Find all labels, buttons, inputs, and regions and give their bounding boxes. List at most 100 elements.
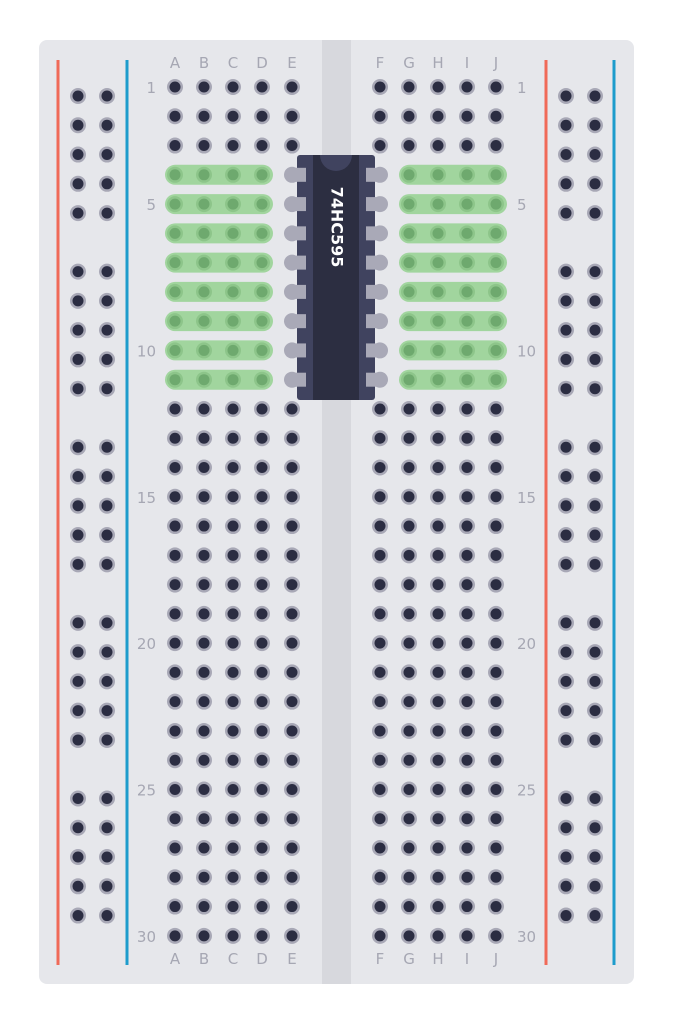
left-rail-hole[interactable] <box>99 292 115 309</box>
highlighted-hole[interactable] <box>430 166 446 183</box>
hole[interactable] <box>488 927 504 944</box>
right-rail-hole[interactable] <box>558 819 574 836</box>
highlighted-hole[interactable] <box>430 313 446 330</box>
hole[interactable] <box>459 664 475 681</box>
left-rail-hole[interactable] <box>70 439 86 456</box>
left-rail-hole[interactable] <box>70 702 86 719</box>
highlighted-hole[interactable] <box>459 166 475 183</box>
hole[interactable] <box>488 693 504 710</box>
hole[interactable] <box>225 781 241 798</box>
hole[interactable] <box>372 547 388 564</box>
hole[interactable] <box>196 518 212 535</box>
right-rail-hole[interactable] <box>587 117 603 134</box>
highlighted-hole[interactable] <box>488 196 504 213</box>
highlighted-hole[interactable] <box>488 283 504 300</box>
hole[interactable] <box>430 722 446 739</box>
hole[interactable] <box>372 576 388 593</box>
left-rail-hole[interactable] <box>99 702 115 719</box>
left-rail-hole[interactable] <box>99 322 115 339</box>
highlighted-hole[interactable] <box>459 342 475 359</box>
hole[interactable] <box>225 810 241 827</box>
hole[interactable] <box>459 869 475 886</box>
hole[interactable] <box>459 781 475 798</box>
hole[interactable] <box>284 927 300 944</box>
left-rail-hole[interactable] <box>70 790 86 807</box>
left-rail-hole[interactable] <box>70 175 86 192</box>
hole[interactable] <box>254 635 270 652</box>
right-rail-hole[interactable] <box>558 614 574 631</box>
hole[interactable] <box>167 693 183 710</box>
hole[interactable] <box>284 869 300 886</box>
hole[interactable] <box>284 898 300 915</box>
left-rail-hole[interactable] <box>99 351 115 368</box>
hole[interactable] <box>401 635 417 652</box>
hole[interactable] <box>372 79 388 95</box>
hole[interactable] <box>284 108 300 125</box>
highlighted-hole[interactable] <box>196 313 212 330</box>
hole[interactable] <box>196 722 212 739</box>
hole[interactable] <box>401 430 417 447</box>
right-rail-hole[interactable] <box>587 263 603 280</box>
hole[interactable] <box>167 898 183 915</box>
hole[interactable] <box>372 722 388 739</box>
hole[interactable] <box>225 547 241 564</box>
hole[interactable] <box>225 459 241 476</box>
hole[interactable] <box>372 840 388 857</box>
left-rail-hole[interactable] <box>99 878 115 895</box>
highlighted-hole[interactable] <box>430 371 446 388</box>
hole[interactable] <box>401 664 417 681</box>
hole[interactable] <box>430 459 446 476</box>
hole[interactable] <box>372 752 388 769</box>
right-rail-hole[interactable] <box>587 468 603 485</box>
hole[interactable] <box>167 518 183 535</box>
hole[interactable] <box>430 664 446 681</box>
hole[interactable] <box>401 840 417 857</box>
highlighted-hole[interactable] <box>254 196 270 213</box>
right-rail-hole[interactable] <box>558 673 574 690</box>
left-rail-hole[interactable] <box>70 556 86 573</box>
hole[interactable] <box>167 576 183 593</box>
hole[interactable] <box>401 459 417 476</box>
hole[interactable] <box>284 430 300 447</box>
highlighted-hole[interactable] <box>254 166 270 183</box>
hole[interactable] <box>488 137 504 154</box>
hole[interactable] <box>488 605 504 622</box>
right-rail-hole[interactable] <box>587 731 603 748</box>
hole[interactable] <box>430 605 446 622</box>
right-rail-hole[interactable] <box>558 790 574 807</box>
hole[interactable] <box>401 722 417 739</box>
hole[interactable] <box>488 781 504 798</box>
hole[interactable] <box>430 927 446 944</box>
right-rail-hole[interactable] <box>558 380 574 397</box>
hole[interactable] <box>284 400 300 417</box>
hole[interactable] <box>430 430 446 447</box>
hole[interactable] <box>459 459 475 476</box>
highlighted-hole[interactable] <box>254 371 270 388</box>
hole[interactable] <box>372 693 388 710</box>
right-rail-hole[interactable] <box>587 497 603 514</box>
ic-chip[interactable]: 74HC595 <box>297 139 375 400</box>
highlighted-hole[interactable] <box>401 196 417 213</box>
hole[interactable] <box>225 693 241 710</box>
hole[interactable] <box>372 137 388 154</box>
right-rail-hole[interactable] <box>587 380 603 397</box>
hole[interactable] <box>488 430 504 447</box>
hole[interactable] <box>284 722 300 739</box>
hole[interactable] <box>196 137 212 154</box>
hole[interactable] <box>196 547 212 564</box>
highlighted-hole[interactable] <box>430 342 446 359</box>
left-rail-hole[interactable] <box>70 731 86 748</box>
hole[interactable] <box>459 927 475 944</box>
hole[interactable] <box>459 840 475 857</box>
highlighted-hole[interactable] <box>225 196 241 213</box>
left-rail-hole[interactable] <box>99 731 115 748</box>
hole[interactable] <box>196 430 212 447</box>
right-rail-hole[interactable] <box>587 527 603 544</box>
left-rail-hole[interactable] <box>99 790 115 807</box>
hole[interactable] <box>225 137 241 154</box>
hole[interactable] <box>196 635 212 652</box>
highlighted-hole[interactable] <box>488 225 504 242</box>
highlighted-hole[interactable] <box>459 254 475 271</box>
right-rail-hole[interactable] <box>558 497 574 514</box>
highlighted-hole[interactable] <box>225 371 241 388</box>
